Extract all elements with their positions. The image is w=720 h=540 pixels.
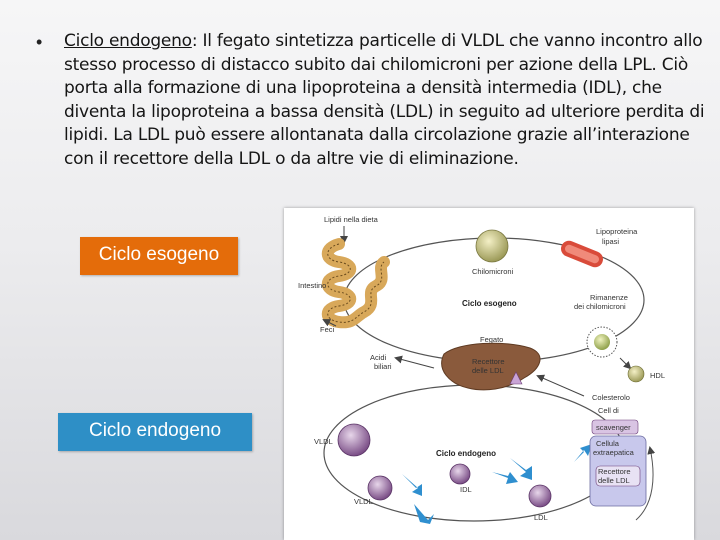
lipasi-vessel-icon: [561, 240, 603, 268]
cellula-label-2: extraepatica: [593, 448, 635, 457]
idl-label: IDL: [460, 485, 472, 494]
rimanenze-particle: [586, 326, 618, 358]
chilomicroni-label: Chilomicroni: [472, 267, 514, 276]
bullet-item: • Ciclo endogeno: Il fegato sintetizza p…: [36, 30, 706, 172]
intestine-icon: [321, 238, 390, 329]
colesterolo-label: Colesterolo: [592, 393, 630, 402]
rimanenze-label-2: dei chilomicroni: [574, 302, 626, 311]
lipoprotein-cycle-diagram: Lipidi nella dieta Intestino Feci Chilom…: [284, 208, 694, 540]
esogeno-diagram-label: Ciclo esogeno: [462, 299, 517, 308]
fegato-recettore-label-2: delle LDL: [472, 366, 504, 375]
endogeno-diagram-label: Ciclo endogeno: [436, 449, 496, 458]
bullet-paragraph: Ciclo endogeno: Il fegato sintetizza par…: [64, 30, 706, 172]
intestino-label: Intestino: [298, 281, 326, 290]
fegato-recettore-label-1: Recettore: [472, 357, 505, 366]
ldl-receptor-box: [595, 465, 641, 487]
bullet-term: Ciclo endogeno: [64, 31, 192, 51]
ciclo-esogeno-button[interactable]: Ciclo esogeno: [80, 237, 238, 275]
idl-particle: [449, 463, 471, 485]
lipasi-label-2: lipasi: [602, 237, 619, 246]
fegato-label: Fegato: [480, 335, 503, 344]
hdl-label: HDL: [650, 371, 665, 380]
chilomicroni-particle: [475, 229, 509, 263]
vldl-bottom-label: VLDL: [354, 497, 373, 506]
vldl-bottom-particle: [367, 475, 393, 501]
rimanenze-label-1: Rimanenze: [590, 293, 628, 302]
cellula-label-1: Cellula: [596, 439, 620, 448]
lipasi-label-1: Lipoproteina: [596, 227, 638, 236]
lipidi-label: Lipidi nella dieta: [324, 215, 379, 224]
ldl-particle: [528, 484, 552, 508]
hdl-particle: [627, 365, 645, 383]
vldl-top-particle: [337, 423, 371, 457]
scavenger-label-1: Cell di: [598, 406, 619, 415]
ldl-label: LDL: [534, 513, 548, 522]
ciclo-endogeno-button[interactable]: Ciclo endogeno: [58, 413, 252, 451]
scavenger-label-2: scavenger: [596, 423, 631, 432]
bullet-body: : Il fegato sintetizza particelle di VLD…: [64, 31, 705, 169]
acidi-label-2: biliari: [374, 362, 392, 371]
bullet-marker: •: [36, 32, 43, 52]
acidi-label-1: Acidi: [370, 353, 387, 362]
blue-arrows: [402, 444, 592, 524]
recettore-ldl-label-1: Recettore: [598, 467, 631, 476]
vldl-top-label: VLDL: [314, 437, 333, 446]
recettore-ldl-label-2: delle LDL: [598, 476, 630, 485]
feci-label: Feci: [320, 325, 335, 334]
scavenger-box: [591, 419, 639, 435]
